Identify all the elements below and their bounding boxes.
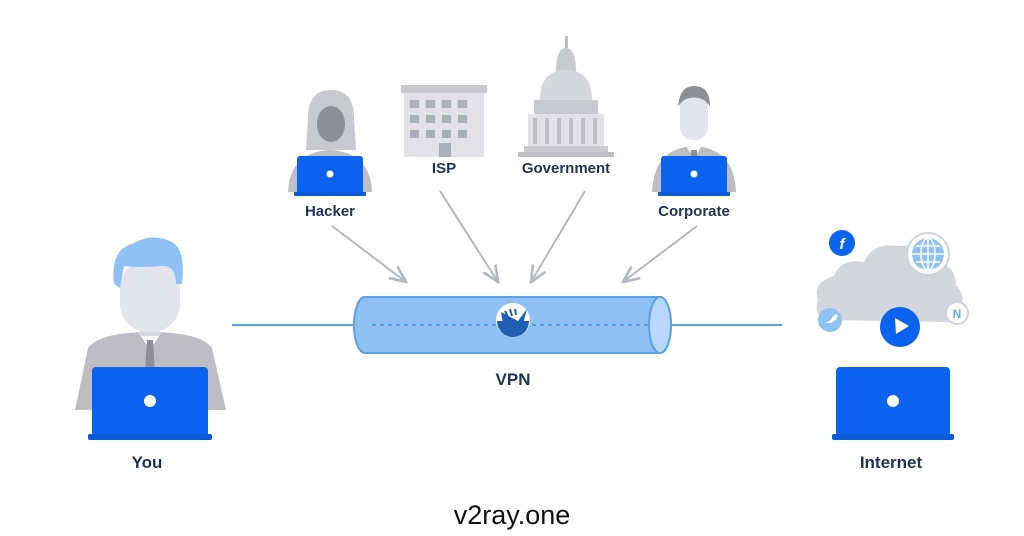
facebook-icon: f: [829, 230, 855, 256]
svg-text:f: f: [840, 236, 847, 253]
isp-label: ISP: [431, 160, 457, 177]
hooded-hacker-icon: [288, 90, 372, 196]
government-label: Government: [521, 160, 611, 177]
watermark-text: v2ray.one: [453, 500, 571, 530]
corporate-label: Corporate: [658, 203, 730, 220]
hacker-label: Hacker: [304, 203, 356, 220]
vpn-label: VPN: [495, 370, 531, 389]
office-building-icon: [401, 85, 487, 157]
corporate-arrow: [623, 225, 698, 282]
hacker-arrow: [331, 225, 406, 282]
person-laptop-icon: [75, 237, 226, 440]
internet-label: Internet: [859, 453, 923, 472]
svg-text:N: N: [953, 307, 962, 321]
businessman-icon: [652, 86, 736, 196]
netflix-icon: N: [945, 301, 969, 325]
government-arrow: [531, 190, 586, 282]
twitter-icon: [818, 308, 842, 332]
you-label: You: [131, 453, 163, 472]
capitol-building-icon: [518, 36, 614, 157]
isp-arrow: [439, 190, 498, 282]
globe-icon: [906, 232, 950, 276]
play-icon: [880, 307, 920, 347]
vpn-tunnel-icon: [353, 296, 672, 354]
